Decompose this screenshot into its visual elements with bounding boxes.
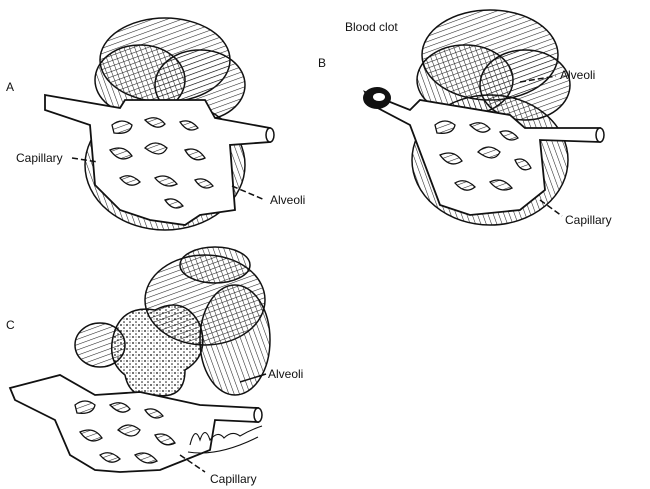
panel-a-illustration — [44, 17, 275, 231]
panel-c-alveoli-leader — [239, 373, 267, 383]
panel-c-illustration — [8, 246, 271, 473]
panel-b-illustration — [363, 9, 605, 226]
panel-b-capillary-label: Capillary — [565, 213, 612, 227]
blood-clot-shape — [363, 87, 391, 109]
panel-a-capillary-leader — [71, 157, 99, 163]
panel-b-alveoli-label: Alveoli — [560, 68, 596, 82]
panel-a-capillary-label: Capillary — [16, 151, 63, 165]
panel-b-alveoli-leader — [519, 75, 557, 83]
panel-c-capillary-leader — [179, 454, 206, 473]
panel-c-alveoli-label: Alveoli — [268, 367, 304, 381]
panel-b-capillary-network — [363, 90, 605, 216]
panel-b-capillary-leader — [539, 199, 563, 217]
panel-a-alveoli-label: Alveoli — [270, 193, 306, 207]
panel-c-capillary-label: Capillary — [210, 472, 257, 486]
panel-b-blood-clot-label: Blood clot — [345, 20, 398, 34]
panel-c-blood-clot-mass — [110, 304, 204, 397]
panel-c-capillary-network — [8, 374, 263, 473]
panel-a-letter: A — [6, 80, 15, 94]
panel-b-letter: B — [318, 56, 327, 70]
panel-c-letter: C — [6, 318, 15, 332]
signature-mark — [187, 425, 263, 454]
panel-a-alveoli-leader — [231, 185, 266, 201]
panel-a-capillary-network — [44, 93, 275, 226]
